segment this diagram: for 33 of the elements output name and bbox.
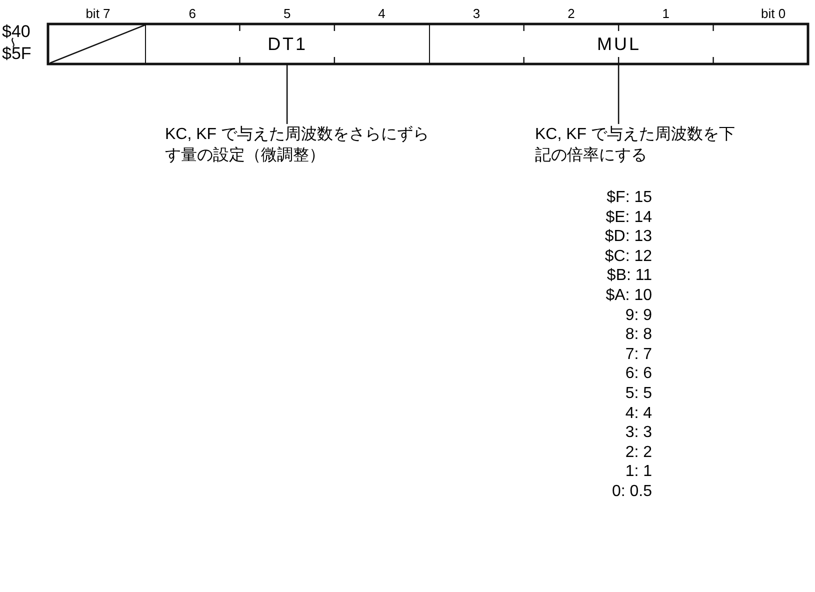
multiplier-row-text: 1: 1 <box>624 462 652 482</box>
multiplier-row-text: $E: 14 <box>604 208 652 227</box>
bit-number: 2 <box>566 5 576 23</box>
multiplier-row-text: 0: 0.5 <box>610 482 652 501</box>
bit-number: 6 <box>188 5 197 23</box>
description-text: KC, KF で与えた周波数をさらにずらす量の設定（微調整） <box>165 124 435 166</box>
multiplier-row-text: $A: 10 <box>604 286 652 305</box>
unused-bit-cell <box>48 24 145 64</box>
bit-number: 5 <box>282 5 292 23</box>
multiplier-row-text: 5: 5 <box>624 384 652 403</box>
multiplier-row-text: 7: 7 <box>624 344 652 364</box>
multiplier-row-text: $F: 15 <box>606 188 652 207</box>
description-text: KC, KF で与えた周波数を下記の倍率にする <box>535 124 750 166</box>
leader-line <box>618 64 620 124</box>
multiplier-row-text: $C: 12 <box>604 246 652 266</box>
address-label: $40 <box>2 22 30 42</box>
multiplier-row-text: 9: 9 <box>624 306 652 325</box>
bit-number: 3 <box>472 5 482 23</box>
bit-field: MUL <box>429 24 808 64</box>
bit-field: DT1 <box>145 24 430 64</box>
address-label: $5F <box>2 44 32 64</box>
multiplier-row-text: 6: 6 <box>624 364 652 384</box>
multiplier-row-text: 3: 3 <box>624 423 652 442</box>
leader-line <box>286 64 288 124</box>
multiplier-row-text: $D: 13 <box>604 227 652 246</box>
bit-number: 1 <box>661 5 671 23</box>
multiplier-row-text: 8: 8 <box>624 325 652 344</box>
multiplier-row-text: 4: 4 <box>624 404 652 423</box>
bit-number: 4 <box>377 5 386 23</box>
bit-number: bit 0 <box>760 5 787 23</box>
multiplier-row-text: 2: 2 <box>624 442 652 462</box>
bit-number: bit 7 <box>84 5 112 23</box>
multiplier-row-text: $B: 11 <box>606 266 652 286</box>
